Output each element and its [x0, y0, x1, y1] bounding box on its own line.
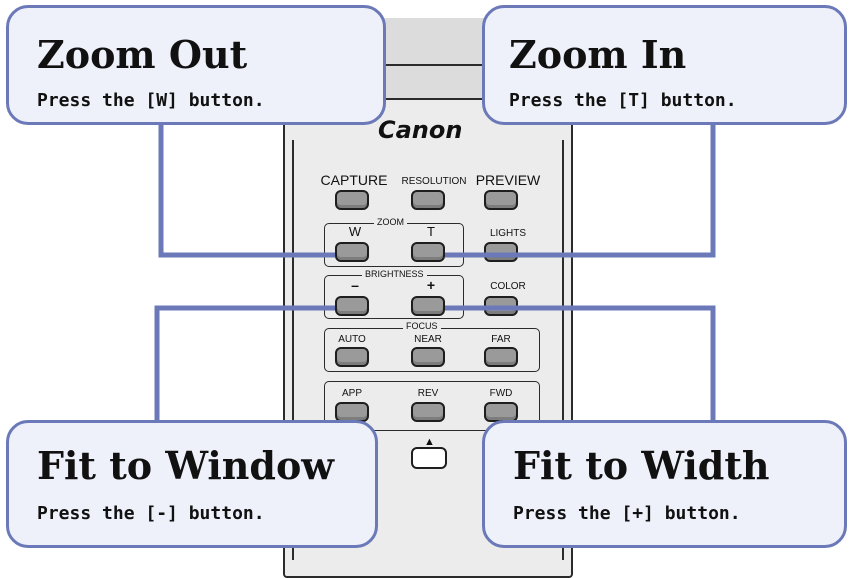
- remote-panel-edge-right: [562, 140, 564, 560]
- focus-far-button[interactable]: [484, 347, 518, 367]
- lights-label: LIGHTS: [489, 228, 527, 239]
- resolution-label: RESOLUTION: [401, 176, 467, 187]
- brightness-minus-label: –: [351, 277, 359, 293]
- remote-top-divider: [290, 64, 566, 66]
- capture-button[interactable]: [335, 190, 369, 210]
- navigation-group: [324, 381, 540, 431]
- zoom-t-button[interactable]: [411, 242, 445, 262]
- fit-to-width-callout: Fit to Width Press the [+] button.: [482, 420, 847, 548]
- rev-button[interactable]: [411, 402, 445, 422]
- zoom-t-label: T: [427, 224, 435, 239]
- zoom-in-desc: Press the [T] button.: [509, 90, 737, 111]
- focus-auto-label: AUTO: [338, 334, 366, 345]
- zoom-out-leader-line: [158, 110, 335, 258]
- fit-width-leader-line: [445, 305, 716, 428]
- leader-lines: [154, 110, 716, 428]
- rev-label: REV: [417, 388, 439, 399]
- zoom-in-title: Zoom In: [509, 32, 687, 77]
- focus-auto-button[interactable]: [335, 347, 369, 367]
- zoom-out-title: Zoom Out: [37, 32, 248, 77]
- zoom-out-desc: Press the [W] button.: [37, 90, 265, 111]
- preview-label: PREVIEW: [475, 172, 541, 188]
- brand-logo: Canon: [378, 116, 463, 144]
- remote-panel-edge-left: [292, 140, 294, 560]
- app-label: APP: [341, 388, 362, 399]
- focus-far-label: FAR: [491, 334, 511, 345]
- color-label: COLOR: [490, 281, 526, 292]
- zoom-out-callout: Zoom Out Press the [W] button.: [6, 5, 386, 125]
- fit-to-window-title: Fit to Window: [37, 443, 335, 488]
- fit-to-window-desc: Press the [-] button.: [37, 503, 265, 524]
- brightness-group-title: BRIGHTNESS: [362, 269, 427, 279]
- focus-group-title: FOCUS: [403, 321, 441, 331]
- brightness-plus-label: +: [426, 277, 436, 293]
- brightness-plus-button[interactable]: [411, 296, 445, 316]
- zoom-in-leader-line: [445, 110, 716, 258]
- zoom-in-callout: Zoom In Press the [T] button.: [482, 5, 847, 125]
- up-arrow-icon: ▲: [424, 436, 435, 448]
- capture-label: CAPTURE: [320, 172, 388, 188]
- fwd-label: FWD: [489, 388, 513, 399]
- zoom-group-title: ZOOM: [374, 217, 407, 227]
- fit-to-window-callout: Fit to Window Press the [-] button.: [6, 420, 378, 548]
- focus-near-label: NEAR: [414, 334, 442, 345]
- fit-window-leader-line: [154, 305, 335, 428]
- zoom-w-label: W: [348, 224, 362, 239]
- focus-near-button[interactable]: [411, 347, 445, 367]
- up-arrow-button[interactable]: [411, 447, 447, 469]
- resolution-button[interactable]: [411, 190, 445, 210]
- fit-to-width-title: Fit to Width: [513, 443, 770, 488]
- preview-button[interactable]: [484, 190, 518, 210]
- brightness-minus-button[interactable]: [335, 296, 369, 316]
- fit-to-width-desc: Press the [+] button.: [513, 503, 741, 524]
- zoom-w-button[interactable]: [335, 242, 369, 262]
